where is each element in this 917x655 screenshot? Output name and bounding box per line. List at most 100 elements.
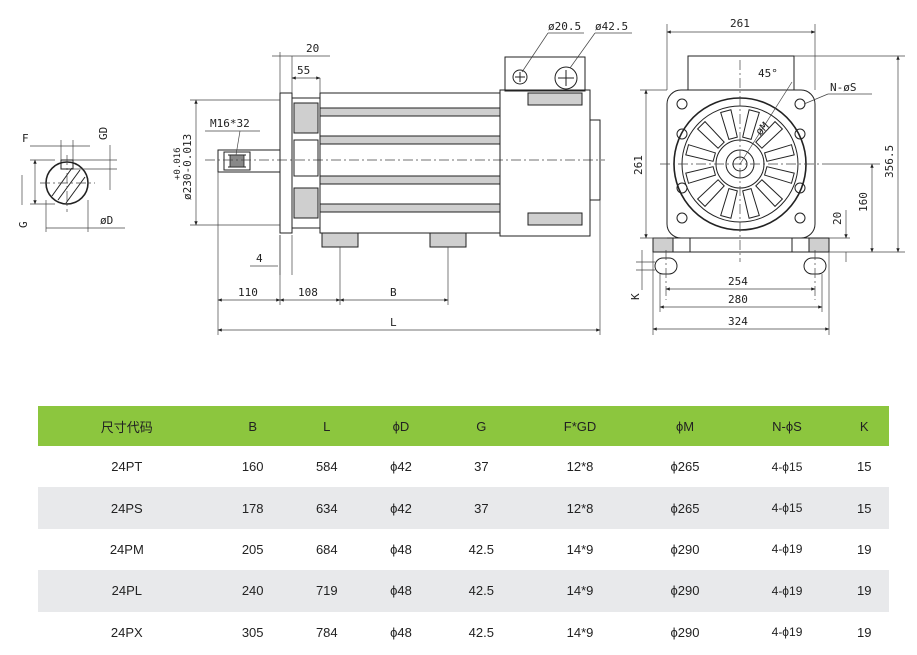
mounting-flange (279, 92, 293, 234)
header-size-code: 尺寸代码 (38, 406, 216, 446)
dim-4: 4 (256, 252, 263, 265)
cell-k: 15 (839, 487, 889, 529)
header-d: ϕD (363, 406, 439, 446)
cable-gland-small (512, 69, 528, 85)
table-row: 24PT 160 584 ϕ42 37 12*8 ϕ265 4-ϕ15 15 (38, 446, 889, 487)
header-m: ϕM (635, 406, 735, 446)
header-g: G (438, 406, 525, 446)
cooling-fin (720, 109, 738, 141)
cell-m: ϕ265 (635, 487, 735, 529)
table-row: 24PM 205 684 ϕ48 42.5 14*9 ϕ290 4-ϕ19 19 (38, 529, 889, 570)
width-254: 254 (728, 275, 748, 288)
cell-n-s: 4-ϕ15 (771, 459, 803, 474)
cell-g: 37 (438, 487, 525, 529)
width-280: 280 (728, 293, 748, 306)
cell-code: 24PT (111, 459, 143, 475)
shaft-tolerance-upper: +0.016 (173, 147, 183, 180)
header-k: K (839, 406, 889, 446)
dim-20: 20 (306, 42, 319, 55)
cooling-fin (755, 120, 784, 149)
front-view: 261 45° N-øS øM 261 356.5 160 20 (629, 17, 905, 335)
cell-code: 24PX (110, 624, 143, 640)
cell-g: 37 (474, 459, 489, 475)
cell-g: 42.5 (468, 624, 494, 640)
cell-d: ϕ48 (390, 624, 412, 640)
key-label-gd: GD (97, 127, 110, 140)
cooling-fin (763, 144, 795, 162)
cell-n-s: 4-ϕ19 (734, 570, 840, 612)
cooling-fin (685, 166, 717, 184)
front-height-total: 356.5 (883, 145, 896, 178)
cell-m: ϕ290 (670, 624, 700, 640)
hole-callout-small: ø20.5 (548, 20, 581, 33)
header-n-s: N-ϕS (734, 406, 840, 446)
cell-l: 634 (289, 487, 364, 529)
foot-rear (429, 232, 467, 248)
dim-b: B (390, 286, 397, 299)
cooling-fin (696, 120, 725, 149)
front-height-left: 261 (632, 155, 645, 175)
cell-d: ϕ42 (363, 487, 439, 529)
cell-k: 19 (857, 541, 872, 557)
cooling-fin (742, 109, 760, 141)
cell-b: 178 (215, 487, 290, 529)
cell-k: 19 (857, 624, 872, 640)
cell-b: 205 (241, 541, 264, 557)
output-shaft (217, 149, 281, 173)
cell-f-gd: 12*8 (524, 487, 636, 529)
front-width-top: 261 (730, 17, 750, 30)
header-l: L (289, 406, 364, 446)
cooling-fin (763, 166, 795, 184)
front-feet (652, 237, 830, 253)
mount-hole-bl (676, 212, 688, 224)
side-view: 20 55 M16*32 +0.016 ø230-0.013 4 110 108… (173, 20, 632, 335)
cooling-fin (720, 187, 738, 219)
cell-code: 24PL (38, 570, 216, 612)
table-row: 24PX 305 784 ϕ48 42.5 14*9 ϕ290 4-ϕ19 19 (38, 612, 889, 653)
cable-gland-large (554, 66, 578, 90)
mount-hole-tr (794, 98, 806, 110)
shaft-diameter-label: ø230-0.013 (181, 134, 194, 200)
cell-code: 24PS (38, 487, 216, 529)
cooling-fin (742, 187, 760, 219)
foot-height: 20 (831, 212, 844, 225)
cell-b: 160 (241, 459, 264, 475)
cell-l: 784 (315, 624, 338, 640)
cell-m: ϕ290 (635, 570, 735, 612)
cell-d: ϕ48 (390, 541, 412, 557)
holes-callout: N-øS (830, 81, 857, 94)
cell-f-gd: 12*8 (566, 459, 594, 475)
cooling-fin (685, 144, 717, 162)
cell-n-s: 4-ϕ19 (771, 625, 803, 640)
cell-b: 240 (215, 570, 290, 612)
cooling-fin (755, 179, 784, 208)
center-height: 160 (857, 192, 870, 212)
slot-k-label: K (629, 293, 642, 300)
key-label-f: F (22, 132, 29, 145)
dim-55: 55 (297, 64, 310, 77)
cell-l: 684 (315, 541, 338, 557)
cell-g: 42.5 (468, 541, 494, 557)
cell-f-gd: 14*9 (524, 570, 636, 612)
angle-label: 45° (758, 67, 778, 80)
cell-n-s: 4-ϕ15 (734, 487, 840, 529)
cell-m: ϕ290 (670, 541, 700, 557)
cell-l: 719 (289, 570, 364, 612)
width-324: 324 (728, 315, 748, 328)
cell-k: 15 (857, 459, 872, 475)
table-row: 24PL 240 719 ϕ48 42.5 14*9 ϕ290 4-ϕ19 19 (38, 570, 889, 612)
header-b: B (215, 406, 290, 446)
key-label-g: G (17, 221, 30, 228)
spec-table: 尺寸代码 B L ϕD G F*GD ϕM N-ϕS K 24PT 160 58… (38, 406, 889, 653)
cell-code: 24PM (109, 541, 144, 557)
shaft-key-section: F GD G øD (17, 127, 125, 232)
cell-f-gd: 14*9 (566, 541, 594, 557)
dim-l: L (390, 316, 397, 329)
cell-f-gd: 14*9 (566, 624, 594, 640)
cell-l: 584 (315, 459, 338, 475)
header-f-gd: F*GD (524, 406, 636, 446)
dim-110: 110 (238, 286, 258, 299)
mount-hole-tl (676, 98, 688, 110)
mount-hole-br (794, 212, 806, 224)
motor-dimension-drawing: F GD G øD (17, 17, 905, 335)
